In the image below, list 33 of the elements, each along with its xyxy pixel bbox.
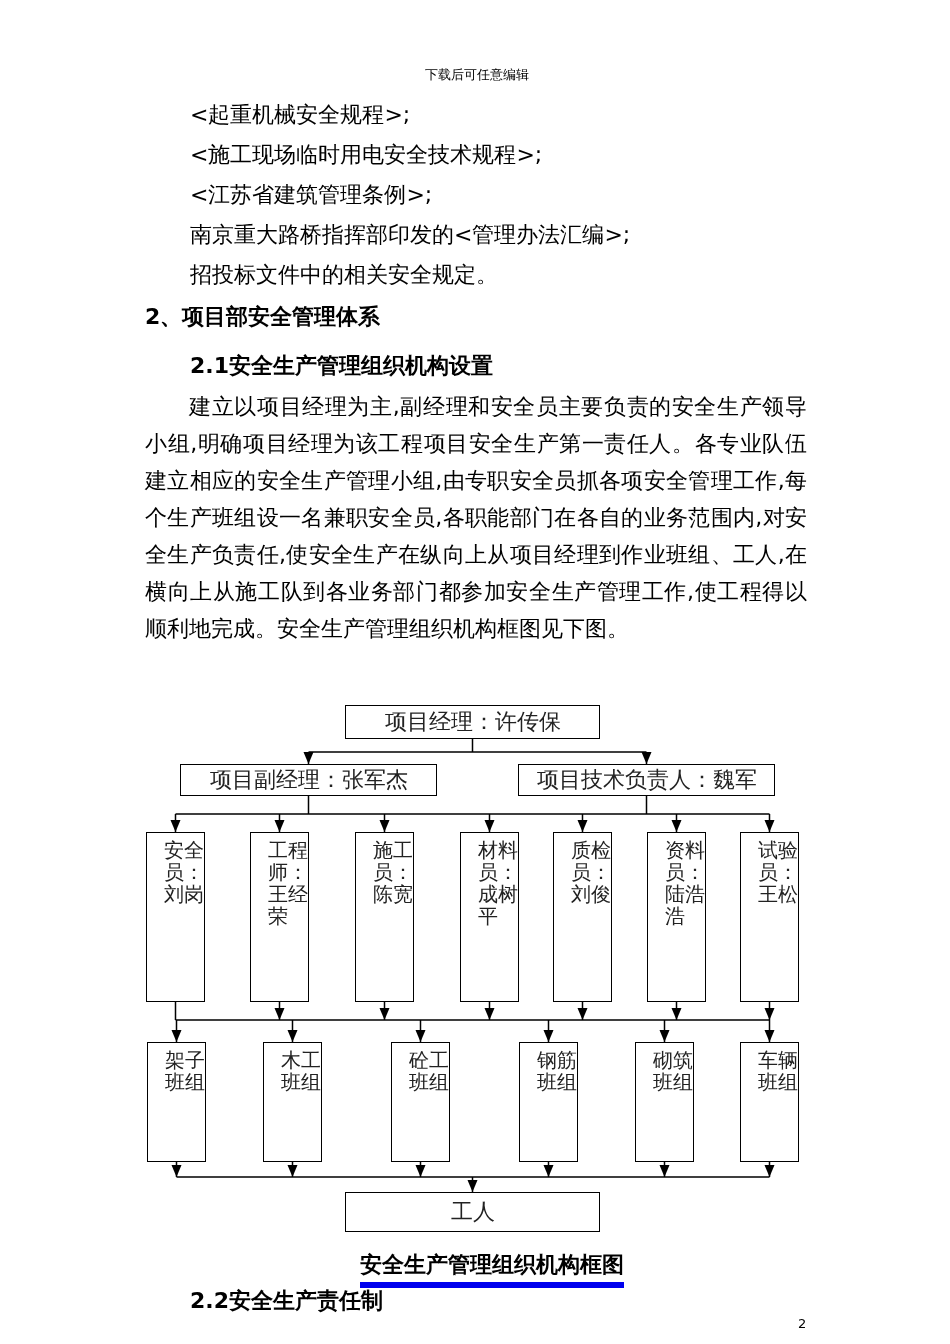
connector (303, 738, 652, 765)
connector (171, 1161, 775, 1193)
list-item: 南京重大路桥指挥部印发的<管理办法汇编>; (190, 221, 631, 249)
body-paragraph: 建立以项目经理为主,副经理和安全员主要负责的安全生产领导小组,明确项目经理为该工程项目安全生产第一责任人。各专业队伍建立相应的安全生产管理小组,由专职安全员抓各项安全管理工作,每个生产班组设一名兼职安全员,各职能部门在各自的业务范围内,对安全生产负责任,使安全生产在纵向上从项目经理到作业班组、工人,在横向上从施工队到各业务部门都参加安全生产管理工作,使工程得以顺利地完成。安全生产管理组织机构框图见下图。 (145, 393, 807, 643)
team-box: 车辆班组 (740, 1042, 799, 1162)
deputy-box: 项目副经理：张军杰 (180, 764, 437, 796)
connector (171, 1001, 775, 1043)
staff-box: 试验员：王松 (740, 832, 799, 1002)
staff-box: 施工员：陈宽 (355, 832, 414, 1002)
team-box: 砼工班组 (391, 1042, 450, 1162)
manager-box: 项目经理：许传保 (345, 705, 600, 739)
team-box: 钢筋班组 (519, 1042, 578, 1162)
team-box: 木工班组 (263, 1042, 322, 1162)
figure-caption: 安全生产管理组织机构框图 (360, 1250, 624, 1288)
list-item: <施工现场临时用电安全技术规程>; (190, 141, 543, 169)
subsection-heading: 2.1安全生产管理组织机构设置 (190, 352, 493, 380)
page-number: 2 (798, 1316, 807, 1331)
list-item: 招投标文件中的相关安全规定。 (190, 261, 498, 289)
deputy-box: 项目技术负责人：魏军 (518, 764, 775, 796)
team-box: 架子班组 (147, 1042, 206, 1162)
list-item: <江苏省建筑管理条例>; (190, 181, 433, 209)
staff-box: 质检员：刘俊 (553, 832, 612, 1002)
subsection-heading: 2.2安全生产责任制 (190, 1287, 383, 1315)
staff-box: 材料员：成树平 (460, 832, 519, 1002)
staff-box: 资料员：陆浩浩 (647, 832, 706, 1002)
staff-box: 安全员：刘岗 (146, 832, 205, 1002)
worker-box: 工人 (345, 1192, 600, 1232)
section-heading: 2、项目部安全管理体系 (145, 303, 381, 331)
staff-box: 工程师：王经荣 (250, 832, 309, 1002)
connector (170, 795, 775, 833)
page-header: 下载后可任意编辑 (425, 66, 529, 84)
team-box: 砌筑班组 (635, 1042, 694, 1162)
list-item: <起重机械安全规程>; (190, 101, 411, 129)
